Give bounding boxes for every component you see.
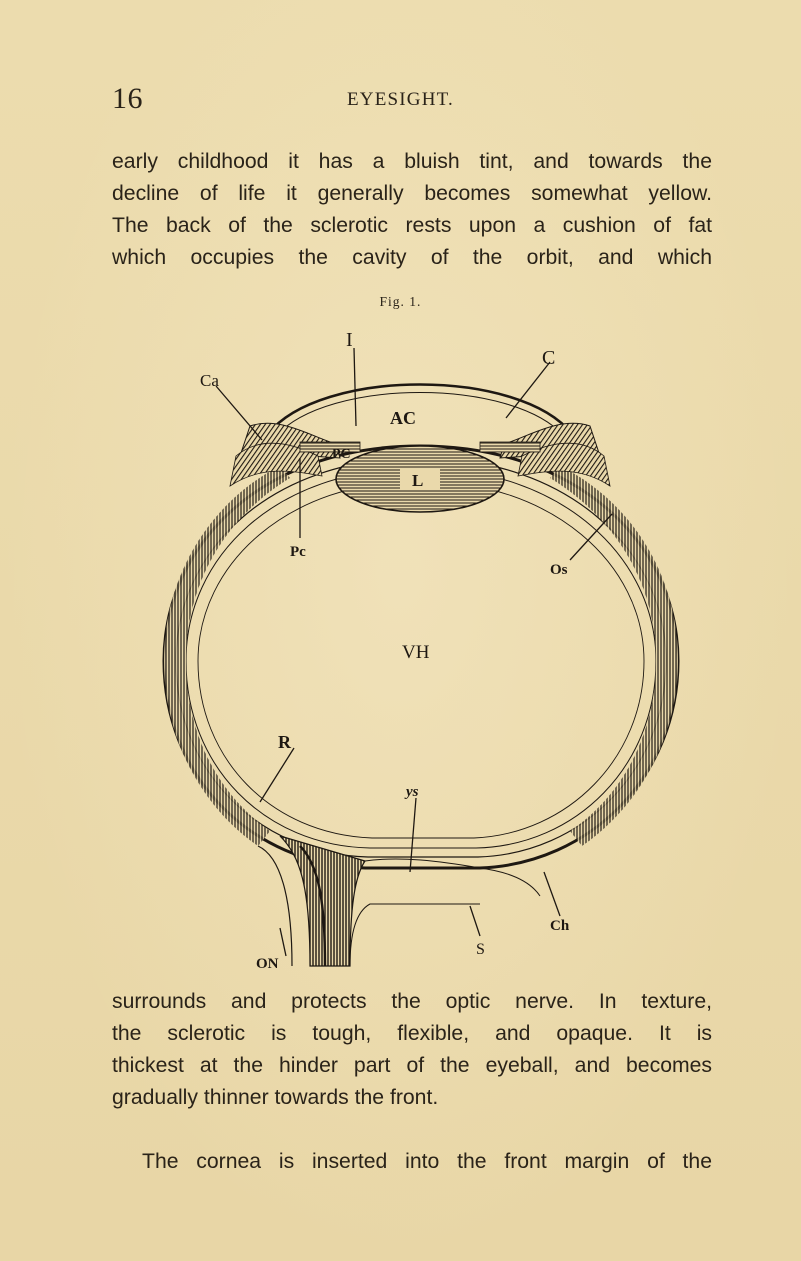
paragraph-3: The cornea is inserted into the front ma… — [112, 1146, 712, 1178]
paragraph-2-line: gradually thinner towards the front. — [112, 1086, 439, 1109]
label-S: S — [476, 941, 485, 958]
cornea — [266, 383, 574, 435]
label-ys: ys — [404, 784, 419, 800]
paragraph-2: surrounds and protects the optic nerve. … — [112, 986, 712, 1114]
paragraph-3-line: The cornea is inserted into the front ma… — [142, 1150, 712, 1173]
label-ON: ON — [256, 956, 279, 972]
paragraph-2-line: thickest at the hinder part of the eyeba… — [112, 1054, 712, 1077]
lens — [335, 445, 505, 513]
eyeball-diagram: I C Ca AC PC L Pc Os VH R ys ON S Ch — [150, 316, 690, 976]
label-I: I — [346, 329, 353, 351]
label-Pc: Pc — [290, 544, 306, 560]
label-AC: AC — [390, 408, 416, 428]
label-R: R — [278, 732, 292, 752]
label-Os: Os — [550, 562, 568, 578]
paragraph-2-line: surrounds and protects the optic nerve. … — [112, 990, 712, 1013]
paragraph-1: early childhood it has a bluish tint, an… — [112, 146, 712, 274]
running-head: EYESIGHT. — [346, 89, 454, 110]
paragraph-1-line: decline of life it generally becomes som… — [112, 182, 712, 205]
paragraph-1-line: The back of the sclerotic rests upon a c… — [112, 214, 712, 237]
optic-nerve — [257, 835, 541, 967]
label-PC: PC — [332, 447, 351, 462]
page-number: 16 — [112, 82, 143, 115]
label-C: C — [542, 347, 555, 369]
sclerotic-coat — [162, 444, 680, 870]
label-L: L — [412, 471, 423, 490]
page-header: 16 EYESIGHT. — [0, 82, 801, 122]
retina-outline — [197, 480, 645, 839]
label-Ca: Ca — [200, 371, 219, 390]
label-Ch: Ch — [550, 918, 570, 934]
paragraph-1-line: early childhood it has a bluish tint, an… — [112, 150, 712, 173]
label-VH: VH — [402, 642, 430, 663]
paragraph-1-line: which occupies the cavity of the orbit, … — [112, 246, 712, 269]
leader-lines — [215, 347, 613, 957]
figure-caption: Fig. 1. — [379, 294, 422, 309]
paragraph-2-line: the sclerotic is tough, flexible, and op… — [112, 1022, 712, 1045]
